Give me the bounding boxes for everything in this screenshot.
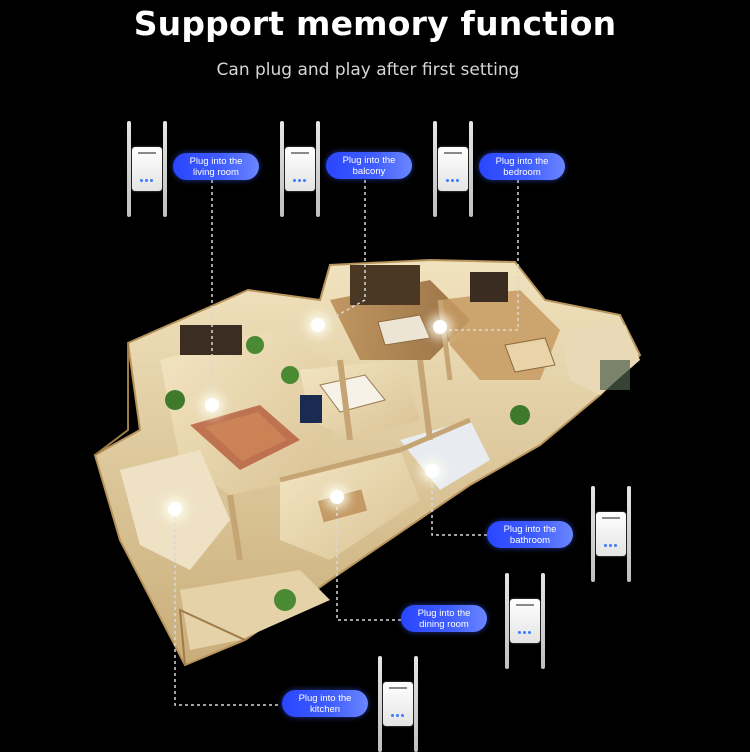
wifi-extender-icon: [433, 121, 473, 217]
wifi-extender-icon: [591, 486, 631, 582]
connector-bathroom: [431, 472, 487, 536]
bathroom-node: [425, 464, 439, 478]
bedroom-window: [350, 265, 420, 305]
wifi-extender-icon: [505, 573, 545, 669]
page-subtitle: Can plug and play after first setting: [216, 60, 520, 80]
dining-room-node: [330, 490, 344, 504]
connector-balcony: [319, 180, 366, 326]
bath-floor: [400, 420, 490, 490]
connector-kitchen: [174, 510, 278, 706]
page-title: Support memory function: [133, 4, 617, 43]
bedroom-node: [433, 320, 447, 334]
wifi-extender-icon: [280, 121, 320, 217]
plant: [165, 390, 185, 410]
tv: [300, 395, 322, 423]
balcony-node: [311, 318, 325, 332]
connector-bedroom: [440, 180, 519, 331]
connector-dining-room: [336, 497, 401, 621]
dining-table: [317, 489, 368, 523]
wifi-extender-icon: [127, 121, 167, 217]
kitchen-node: [168, 502, 182, 516]
lower-balcony-floor: [180, 570, 330, 650]
wifi-extender-icon: [378, 656, 418, 752]
living-room-node: [205, 398, 219, 412]
bed: [319, 374, 386, 413]
living-window: [180, 325, 242, 355]
